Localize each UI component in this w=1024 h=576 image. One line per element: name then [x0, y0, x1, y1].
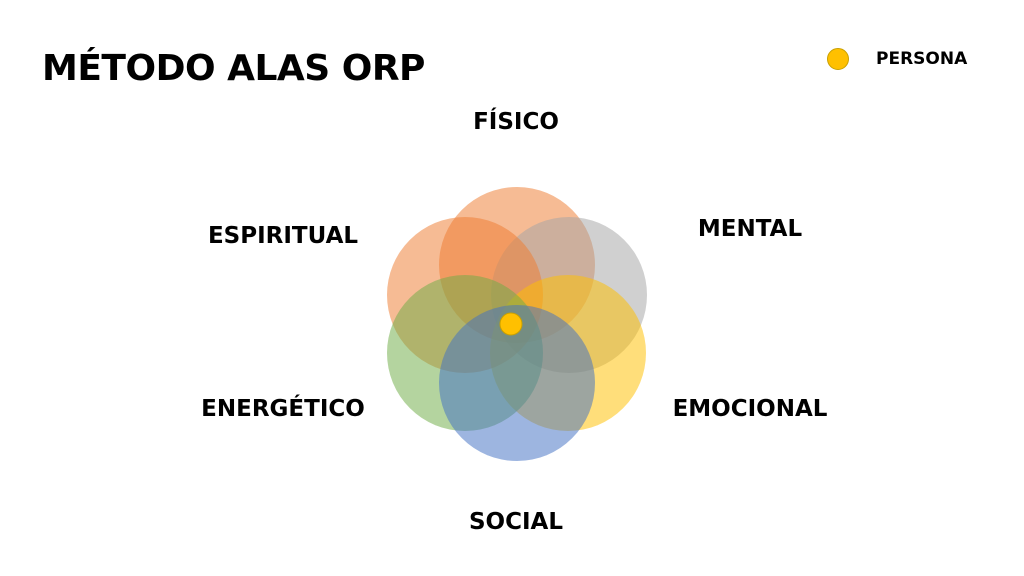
label-espiritual: ESPIRITUAL [207, 223, 359, 249]
circle-social [439, 305, 595, 461]
label-mental: MENTAL [697, 216, 803, 242]
label-social: SOCIAL [468, 509, 564, 535]
slide-title: MÉTODO ALAS ORP [42, 48, 425, 89]
persona-legend-marker-icon [827, 48, 849, 70]
label-fisico: FÍSICO [473, 109, 559, 135]
label-energetico: ENERGÉTICO [201, 396, 365, 422]
persona-legend-label: PERSONA [876, 49, 968, 69]
persona-marker [499, 312, 523, 336]
label-emocional: EMOCIONAL [672, 396, 828, 422]
